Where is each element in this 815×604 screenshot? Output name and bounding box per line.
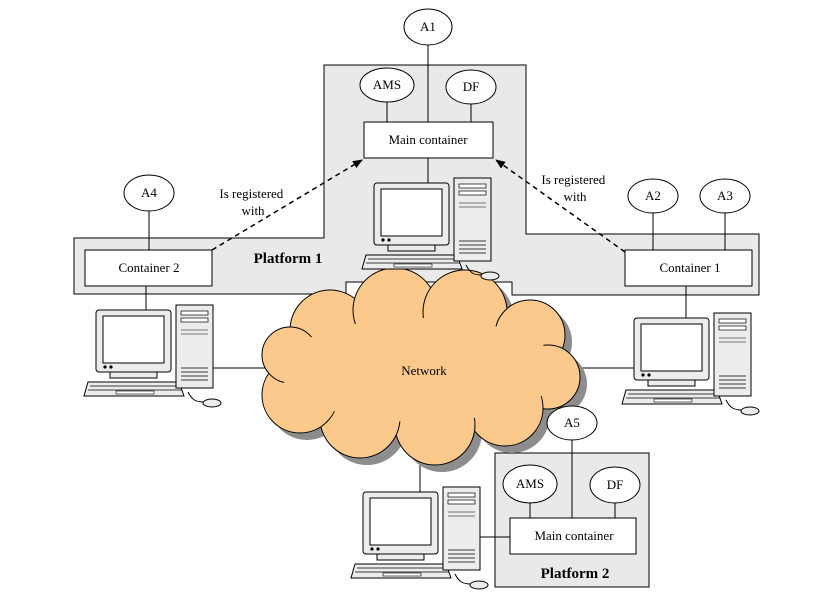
agent-a4: A4 xyxy=(123,174,175,212)
agent-a5: A5 xyxy=(546,405,598,441)
connection-lines xyxy=(145,44,726,538)
svg-text:Main container: Main container xyxy=(388,132,468,147)
svg-text:AMS: AMS xyxy=(516,476,544,491)
agent-a3: A3 xyxy=(699,178,751,214)
platform1-region xyxy=(73,64,760,296)
computer-icon xyxy=(350,486,489,590)
svg-text:A3: A3 xyxy=(717,188,733,203)
registration-label-right: Is registered with xyxy=(541,172,608,204)
agent-ams-platform1: AMS xyxy=(359,67,415,103)
agent-df-platform2: DF xyxy=(589,466,641,504)
svg-text:DF: DF xyxy=(607,477,624,492)
registration-arrow-left xyxy=(211,159,363,251)
agent-df-platform1: DF xyxy=(445,69,497,105)
svg-text:DF: DF xyxy=(463,79,480,94)
computer-icon xyxy=(621,312,760,416)
platform2-title: Platform 2 xyxy=(541,566,610,582)
main-container-platform1: Main container xyxy=(363,121,494,159)
network-cloud: Network xyxy=(261,267,587,472)
svg-text:Main container: Main container xyxy=(534,528,614,543)
svg-text:A4: A4 xyxy=(141,185,157,200)
svg-text:AMS: AMS xyxy=(373,77,401,92)
svg-text:A1: A1 xyxy=(420,19,436,34)
svg-text:Container 2: Container 2 xyxy=(118,260,179,275)
agent-ams-platform2: AMS xyxy=(502,464,558,504)
svg-text:A5: A5 xyxy=(564,415,580,430)
agent-a2: A2 xyxy=(627,178,679,214)
platform1-title: Platform 1 xyxy=(254,251,323,267)
svg-text:A2: A2 xyxy=(645,188,661,203)
network-label: Network xyxy=(401,363,447,378)
agent-a1: A1 xyxy=(403,8,453,46)
main-container-platform2: Main container xyxy=(509,517,637,555)
container-1: Container 1 xyxy=(624,249,753,287)
registration-label-left: Is registered with xyxy=(219,186,286,218)
container-2: Container 2 xyxy=(84,249,213,287)
computer-icon xyxy=(83,304,222,408)
svg-text:Container 1: Container 1 xyxy=(659,260,720,275)
